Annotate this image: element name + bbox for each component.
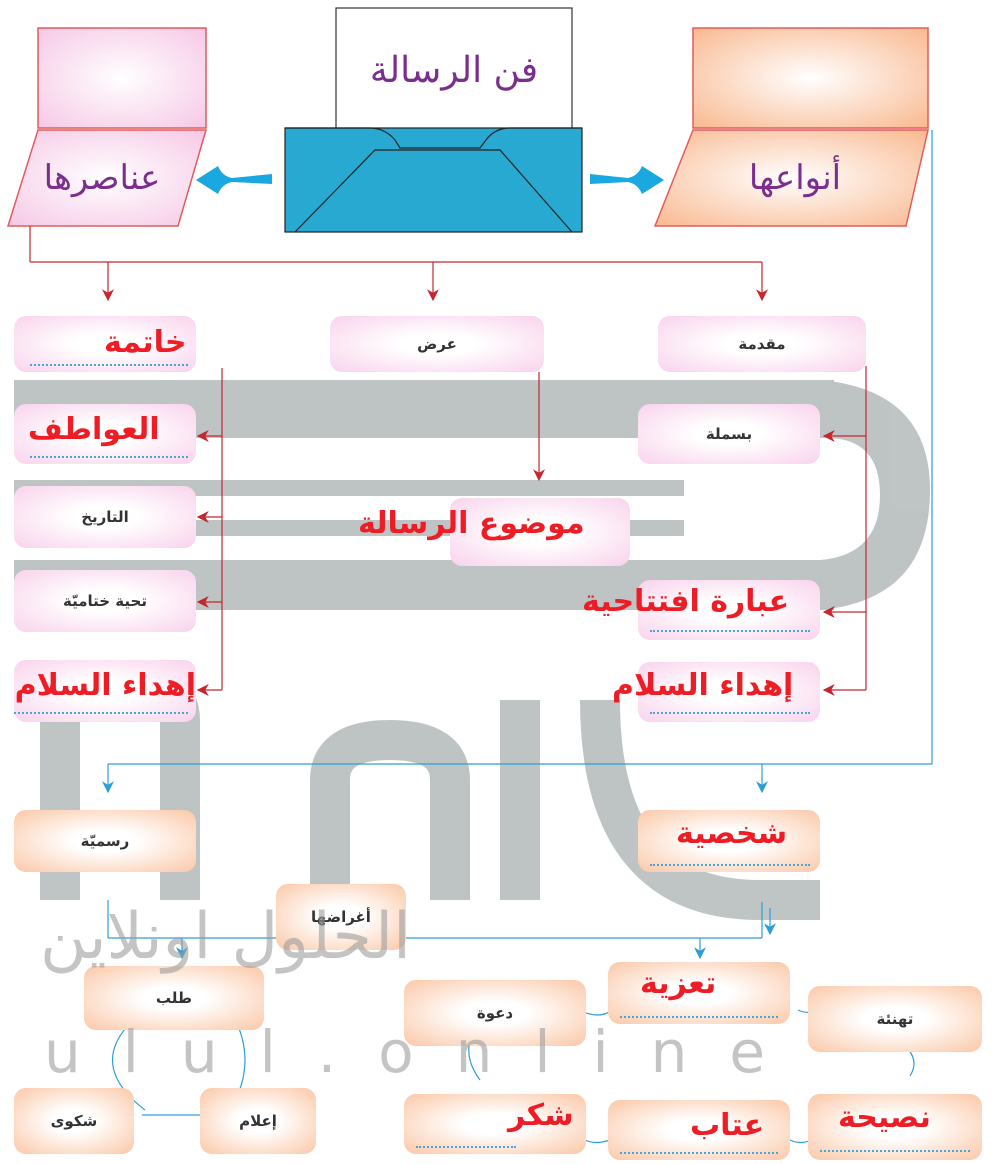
intro-box: مقدمة: [658, 316, 866, 372]
conclusion-item-box: [14, 660, 196, 722]
watermark-latin: ulul.online: [44, 1018, 808, 1086]
center-folder: [284, 7, 583, 233]
official-label: رسميّة: [80, 832, 130, 850]
personal-purpose-reproach: عتاب: [690, 1108, 765, 1143]
official-purpose-complaint: شكوى: [50, 1112, 98, 1130]
personal-purpose-box: تهنئة: [808, 986, 982, 1052]
personal-purpose-box: [808, 1094, 982, 1160]
personal-purpose-thanks: شكر: [508, 1098, 574, 1133]
personal-box: [638, 810, 820, 872]
personal-purpose-dots: [416, 1146, 516, 1148]
personal-purpose-advice: نصيحة: [838, 1100, 931, 1135]
intro-item-opening: عبارة افتتاحية: [582, 584, 790, 619]
conclusion-item-date: التاريخ: [81, 508, 129, 526]
conclusion-label: خاتمة: [104, 325, 187, 360]
intro-item-box: بسملة: [638, 404, 820, 464]
personal-label: شخصية: [676, 816, 788, 851]
conclusion-box: [14, 316, 196, 372]
personal-purpose-box: [608, 962, 790, 1024]
types-label: أنواعها: [748, 158, 842, 198]
conclusion-item-box: التاريخ: [14, 486, 196, 548]
personal-purpose-dots: [620, 1016, 778, 1018]
body-item-topic: موضوع الرسالة: [358, 506, 585, 541]
personal-purpose-box: [404, 1094, 586, 1154]
official-purpose-box: إعلام: [200, 1088, 316, 1154]
official-purpose-box: شكوى: [14, 1088, 134, 1154]
conclusion-item-dots: [14, 712, 188, 714]
personal-dots: [650, 864, 810, 866]
arrow-to-types: [590, 166, 664, 194]
arrow-to-elements: [196, 166, 272, 194]
personal-purpose-congrats: تهنئة: [876, 1010, 914, 1028]
purposes-box: أغراضها: [276, 884, 406, 950]
intro-item-greeting: إهداء السلام: [612, 668, 794, 703]
body-item-box: [450, 498, 630, 566]
intro-item-dots: [650, 712, 810, 714]
personal-purpose-dots: [620, 1152, 778, 1154]
conclusion-item-box: تحية ختاميّة: [14, 570, 196, 632]
personal-purpose-dots: [820, 1150, 970, 1152]
conclusion-item-dots: [30, 456, 188, 458]
official-purpose-box: طلب: [84, 966, 264, 1030]
conclusion-item-closing: تحية ختاميّة: [63, 592, 147, 610]
personal-purpose-condolence: تعزية: [640, 966, 717, 1001]
personal-purpose-box: [608, 1100, 790, 1160]
conclusion-item-box: [14, 404, 196, 464]
conclusion-item-emotions: العواطف: [28, 412, 160, 447]
official-box: رسميّة: [14, 810, 196, 872]
intro-label: مقدمة: [738, 335, 786, 353]
intro-item-basmala: بسملة: [705, 425, 753, 443]
conclusion-dots: [30, 364, 188, 366]
body-box: عرض: [330, 316, 544, 372]
watermark-arabic: الحلول اونلاين: [40, 900, 411, 974]
diagram-title: فن الرسالة: [369, 50, 539, 91]
left-folder: [6, 27, 207, 227]
intro-item-dots: [650, 630, 810, 632]
body-label: عرض: [417, 335, 457, 353]
conclusion-item-greeting: إهداء السلام: [14, 668, 196, 703]
purposes-label: أغراضها: [311, 908, 371, 926]
right-folder: [653, 27, 929, 227]
personal-purpose-box: دعوة: [404, 980, 586, 1046]
official-purpose-request: طلب: [155, 989, 193, 1007]
personal-purpose-invitation: دعوة: [476, 1004, 514, 1022]
official-purpose-inform: إعلام: [239, 1112, 277, 1130]
elements-label: عناصرها: [43, 158, 161, 198]
